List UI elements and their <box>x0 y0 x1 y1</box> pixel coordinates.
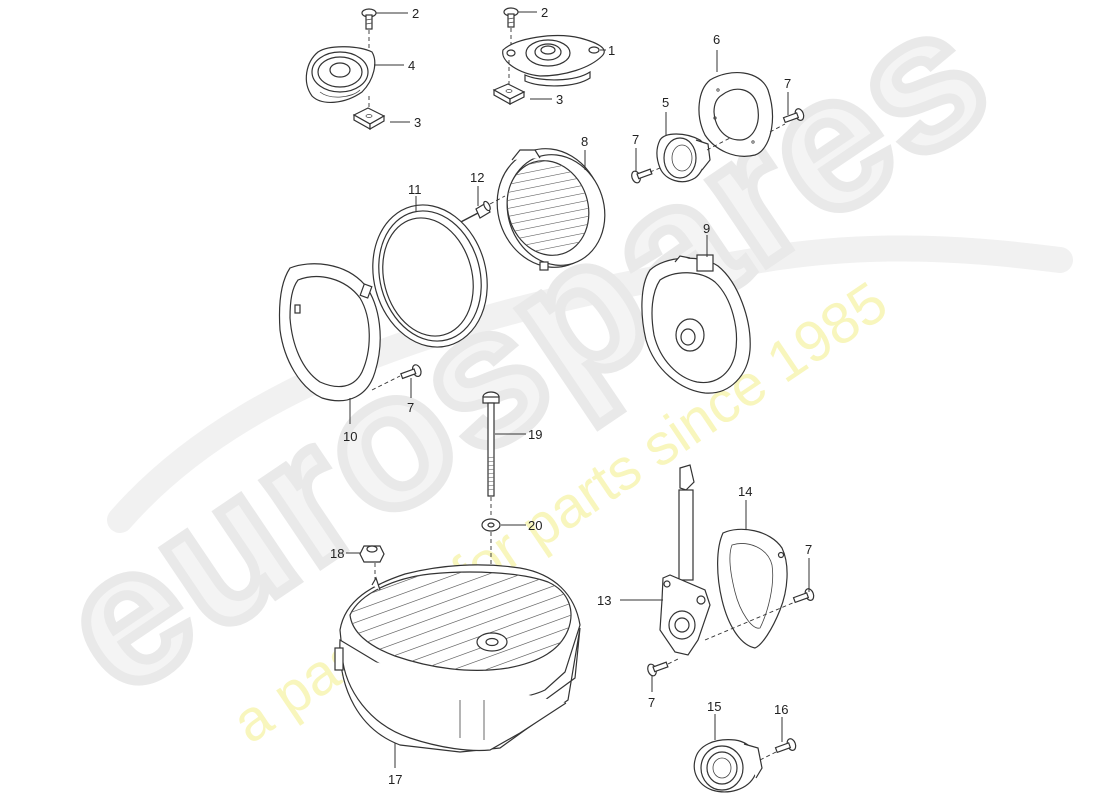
callout-7-bracket: 7 <box>648 695 655 710</box>
callout-18: 18 <box>330 546 344 561</box>
callouts: 2 4 3 2 1 3 6 7 5 7 8 12 11 <box>330 5 812 787</box>
screw-icon <box>503 7 519 28</box>
callout-14: 14 <box>738 484 752 499</box>
screw-icon <box>400 364 422 380</box>
callout-10: 10 <box>343 429 357 444</box>
part-seal-ring-11[interactable] <box>357 192 502 360</box>
callout-19: 19 <box>528 427 542 442</box>
part-screw-7-cover[interactable] <box>704 588 815 641</box>
part-woofer-speaker-9[interactable] <box>641 254 751 394</box>
speaker-icon <box>305 46 376 103</box>
screw-icon <box>647 661 669 677</box>
callout-4: 4 <box>408 58 415 73</box>
callout-2-left: 2 <box>412 6 419 21</box>
callout-7-top-right: 7 <box>784 76 791 91</box>
part-speaker-grille-8[interactable] <box>482 135 619 281</box>
screw-icon <box>782 108 805 124</box>
part-speaker-bracket-13[interactable] <box>659 464 711 656</box>
callout-6: 6 <box>713 32 720 47</box>
tweeter-icon <box>502 35 605 87</box>
part-mounting-ring-10[interactable] <box>278 263 381 402</box>
callout-5: 5 <box>662 95 669 110</box>
part-speaker-15[interactable] <box>693 739 763 793</box>
part-screw-16[interactable] <box>759 738 797 761</box>
callout-7-cover: 7 <box>805 542 812 557</box>
callout-12: 12 <box>470 170 484 185</box>
part-screw-7-ring[interactable] <box>371 364 423 391</box>
part-mounting-plate-6[interactable] <box>698 72 774 157</box>
callout-3-left: 3 <box>414 115 421 130</box>
screw-icon <box>361 8 377 30</box>
callout-2-center: 2 <box>541 5 548 20</box>
callout-20: 20 <box>528 518 542 533</box>
part-bolt-19[interactable] <box>482 391 500 497</box>
screw-icon <box>631 168 653 184</box>
part-nut-18[interactable] <box>359 545 385 563</box>
screw-icon <box>792 588 815 604</box>
callout-7-left-of-5: 7 <box>632 132 639 147</box>
clip-nut-icon <box>492 83 526 106</box>
callout-15: 15 <box>707 699 721 714</box>
callout-17: 17 <box>388 772 402 787</box>
callout-3-center: 3 <box>556 92 563 107</box>
part-midrange-speaker-4[interactable] <box>305 8 386 131</box>
clip-nut-icon <box>352 107 386 131</box>
callout-9: 9 <box>703 221 710 236</box>
part-subwoofer-enclosure-17[interactable] <box>325 530 600 753</box>
part-screw-7-top-right[interactable] <box>769 108 805 133</box>
part-tweeter-speaker-1[interactable] <box>492 7 605 106</box>
callout-1: 1 <box>608 43 615 58</box>
part-small-speaker-5[interactable] <box>656 133 711 183</box>
part-speaker-cover-14[interactable] <box>717 528 788 649</box>
callout-8: 8 <box>581 134 588 149</box>
part-screw-7-left-of-5[interactable] <box>630 166 661 184</box>
callout-13: 13 <box>597 593 611 608</box>
screw-icon <box>774 738 797 754</box>
callout-7-ring: 7 <box>407 400 414 415</box>
part-screw-7-bracket[interactable] <box>646 657 681 677</box>
callout-11: 11 <box>408 182 422 197</box>
callout-16: 16 <box>774 702 788 717</box>
part-washer-20[interactable] <box>481 518 501 532</box>
